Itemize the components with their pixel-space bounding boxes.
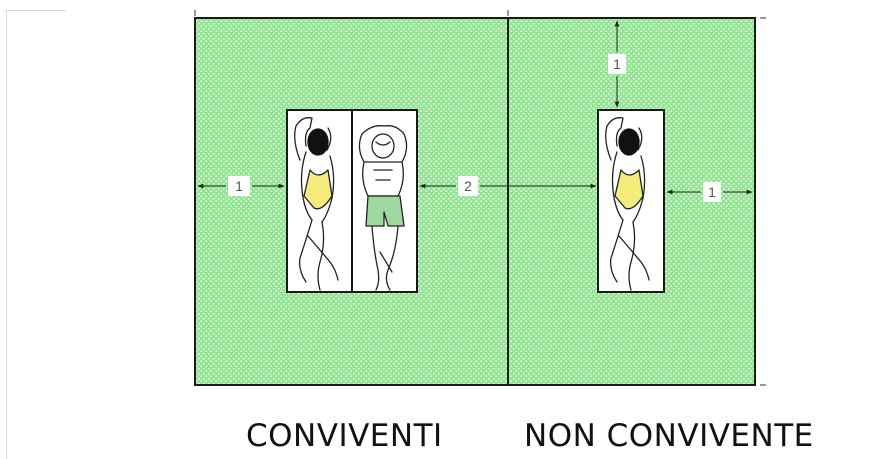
dimension-top-gap: 1	[608, 20, 626, 108]
woman-figure-left	[294, 117, 339, 291]
dimension-top-gap-label: 1	[613, 56, 621, 72]
dimension-between-groups-label: 2	[464, 178, 472, 194]
page-border-top	[6, 10, 66, 11]
dimension-right-side: 1	[666, 182, 753, 202]
area-borders	[194, 17, 756, 386]
caption-non-cohabitant: NON CONVIVENTE	[524, 418, 814, 454]
woman-figure-right	[605, 117, 650, 291]
corner-ticks	[194, 10, 766, 386]
page-border-left	[6, 10, 7, 459]
dimension-right-side-label: 1	[708, 184, 716, 200]
man-figure	[358, 125, 408, 291]
dimension-between-groups: 2	[419, 176, 597, 196]
caption-cohabitants: CONVIVENTI	[246, 418, 443, 454]
dimension-left-side: 1	[197, 176, 285, 196]
dimension-left-side-label: 1	[235, 178, 243, 194]
